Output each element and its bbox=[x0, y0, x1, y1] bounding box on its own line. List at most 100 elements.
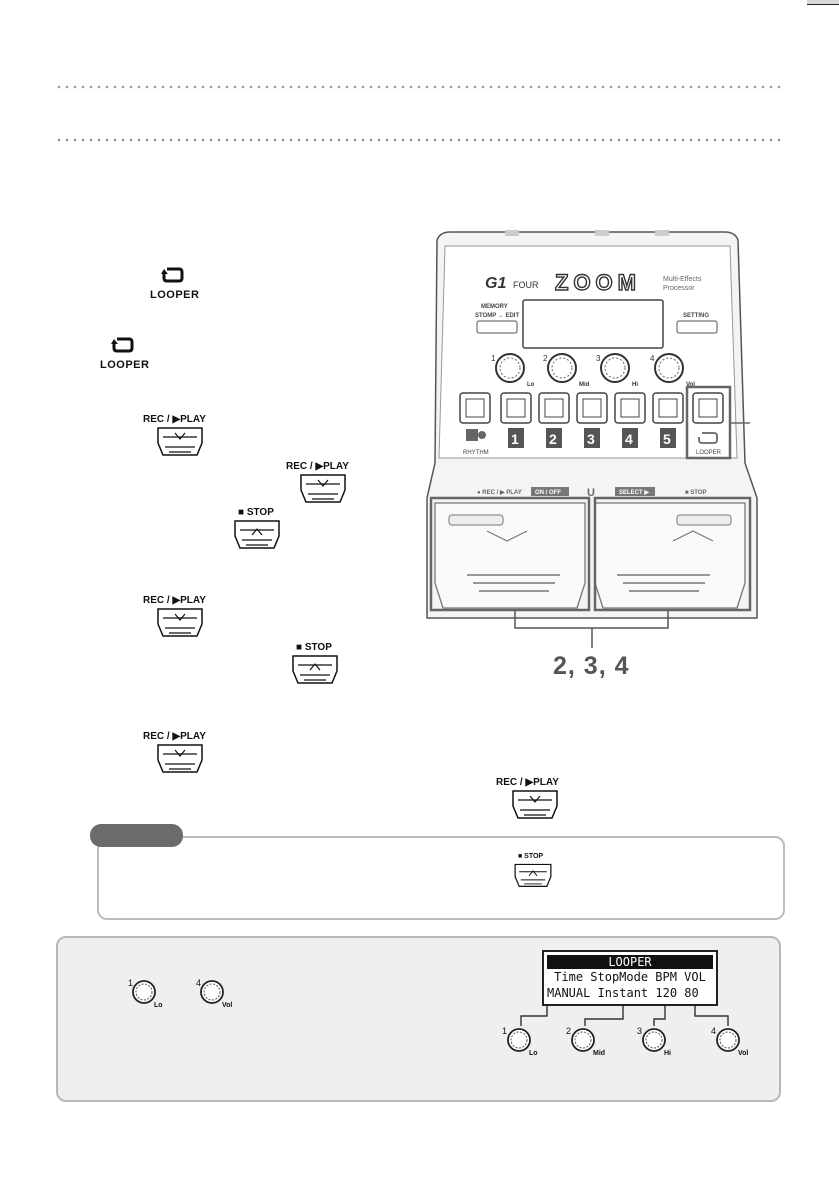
right-knob-3-num: 3 bbox=[637, 1026, 642, 1036]
slot-number-2: 2 bbox=[549, 431, 557, 447]
device-screen bbox=[522, 299, 664, 349]
slot-button-5[interactable] bbox=[652, 392, 684, 424]
lcd-header-row: Time StopMode BPM VOL bbox=[554, 970, 706, 984]
knob-1-num: 1 bbox=[491, 354, 496, 363]
device-knob-2[interactable] bbox=[547, 353, 577, 383]
panel-knob-4-num: 4 bbox=[196, 978, 201, 988]
dotted-rule-second bbox=[55, 138, 782, 142]
right-knob-mid bbox=[571, 1028, 595, 1052]
right-knob-4-num: 4 bbox=[711, 1026, 716, 1036]
right-knob-2-num: 2 bbox=[566, 1026, 571, 1036]
step-callout: 2, 3, 4 bbox=[553, 652, 630, 680]
knob-2-num: 2 bbox=[543, 354, 548, 363]
looper-label: LOOPER bbox=[100, 359, 150, 371]
footer-stop: ■ STOP bbox=[685, 490, 707, 496]
select-plate bbox=[615, 487, 655, 496]
looper-icon-1: LOOPER bbox=[150, 265, 200, 301]
rec-play-pedal-icon: REC / ▶PLAY bbox=[143, 596, 206, 643]
panel-knob-1-label: Lo bbox=[154, 1002, 163, 1009]
panel-knob-4-label: Vol bbox=[222, 1002, 232, 1009]
panel-knob-1-num: 1 bbox=[128, 978, 133, 988]
slot-button-3[interactable] bbox=[576, 392, 608, 424]
memory-button[interactable] bbox=[476, 320, 518, 334]
rec-play-label: REC / ▶PLAY bbox=[496, 777, 559, 788]
page-corner-line bbox=[807, 4, 839, 5]
memory-label: MEMORY bbox=[481, 304, 508, 310]
right-knob-1-num: 1 bbox=[502, 1026, 507, 1036]
rec-play-pedal-icon: REC / ▶PLAY bbox=[143, 415, 206, 462]
lcd-value-row: MANUAL Instant 120 80 bbox=[547, 986, 699, 1000]
knob-3-label: Hi bbox=[632, 382, 638, 388]
subtitle-line2: Processor bbox=[663, 285, 695, 292]
model-text: G1 bbox=[485, 275, 506, 292]
right-footswitch[interactable] bbox=[594, 502, 746, 609]
slot-number-5: 5 bbox=[663, 431, 671, 447]
right-knob-1-label: Lo bbox=[529, 1050, 538, 1057]
rhythm-button[interactable] bbox=[459, 392, 491, 424]
setting-button[interactable] bbox=[676, 320, 718, 334]
footer-select: SELECT ▶ bbox=[619, 489, 649, 496]
rec-play-label: REC / ▶PLAY bbox=[286, 461, 349, 472]
dotted-rule-top bbox=[55, 85, 782, 89]
right-knob-hi bbox=[642, 1028, 666, 1052]
stomp-edit-label: STOMP → EDIT bbox=[475, 313, 519, 319]
lcd-title: LOOPER bbox=[547, 955, 713, 969]
rec-play-label: REC / ▶PLAY bbox=[143, 414, 206, 425]
knob-1-label: Lo bbox=[527, 382, 535, 388]
setting-label: SETTING bbox=[683, 313, 709, 319]
device-knob-4[interactable] bbox=[654, 353, 684, 383]
knob-3-num: 3 bbox=[596, 354, 601, 363]
note-tab bbox=[90, 824, 183, 847]
left-footswitch[interactable] bbox=[434, 502, 586, 609]
looper-button[interactable] bbox=[692, 392, 724, 424]
model-suffix-text: FOUR bbox=[513, 280, 539, 290]
right-knob-3-label: Hi bbox=[664, 1050, 671, 1057]
slot-button-1[interactable] bbox=[500, 392, 532, 424]
pedal-callout-bracket bbox=[514, 610, 669, 648]
subtitle-line1: Multi-Effects bbox=[663, 276, 702, 283]
stop-pedal-icon-note: ■ STOP bbox=[512, 852, 554, 893]
knob-vol-icon bbox=[200, 980, 224, 1004]
looper-icon-2: LOOPER bbox=[100, 335, 150, 371]
stop-label: ■ STOP bbox=[238, 507, 274, 518]
slot-number-4: 4 bbox=[625, 431, 633, 447]
slot-number-3: 3 bbox=[587, 431, 595, 447]
rec-play-pedal-icon: REC / ▶PLAY bbox=[496, 778, 560, 825]
right-knob-lo bbox=[507, 1028, 531, 1052]
right-knob-vol bbox=[716, 1028, 740, 1052]
knob-4-label: Vol bbox=[686, 382, 695, 388]
stop-label: ■ STOP bbox=[518, 853, 544, 860]
right-pedal-highlight bbox=[593, 496, 752, 612]
footer-rec-play: ● REC / ▶ PLAY bbox=[477, 489, 522, 496]
lcd-knob-connectors: 1 Lo 2 Mid 3 Hi 4 Vol bbox=[502, 1006, 748, 1057]
stop-pedal-icon: ■ STOP bbox=[232, 508, 282, 555]
rec-play-label: REC / ▶PLAY bbox=[143, 731, 206, 742]
slot-button-2[interactable] bbox=[538, 392, 570, 424]
knob-4-num: 4 bbox=[650, 354, 655, 363]
panel-knobs-left: 1 Lo 4 Vol bbox=[128, 978, 232, 1009]
knob-lo-icon bbox=[132, 980, 156, 1004]
rhythm-label: RHYTHM bbox=[463, 450, 489, 456]
looper-lcd: LOOPER Time StopMode BPM VOL MANUAL Inst… bbox=[542, 950, 718, 1006]
loop-arrow-icon bbox=[111, 337, 134, 353]
page-corner-marker bbox=[807, 0, 839, 4]
slot-number-1: 1 bbox=[511, 431, 519, 447]
loop-arrow-icon bbox=[161, 267, 184, 283]
device-knob-3[interactable] bbox=[600, 353, 630, 383]
footer-on-off: ON / OFF bbox=[535, 490, 561, 496]
stop-pedal-icon: ■ STOP bbox=[290, 643, 340, 690]
rhythm-icon bbox=[466, 429, 486, 441]
knob-2-label: Mid bbox=[579, 382, 590, 388]
on-off-plate bbox=[531, 487, 569, 496]
note-box bbox=[97, 836, 785, 920]
g1-four-device-illustration: G1 FOUR ZOOM Multi-Effects Processor MEM… bbox=[426, 230, 758, 648]
brand-logo: ZOOM bbox=[555, 270, 641, 295]
slot-button-4[interactable] bbox=[614, 392, 646, 424]
right-knob-4-label: Vol bbox=[738, 1050, 748, 1057]
device-knob-1[interactable] bbox=[495, 353, 525, 383]
looper-label: LOOPER bbox=[150, 289, 200, 301]
u-mark: U bbox=[587, 487, 595, 499]
left-pedal-highlight bbox=[429, 496, 591, 612]
right-knob-2-label: Mid bbox=[593, 1050, 605, 1057]
rec-play-pedal-icon: REC / ▶PLAY bbox=[286, 462, 349, 509]
